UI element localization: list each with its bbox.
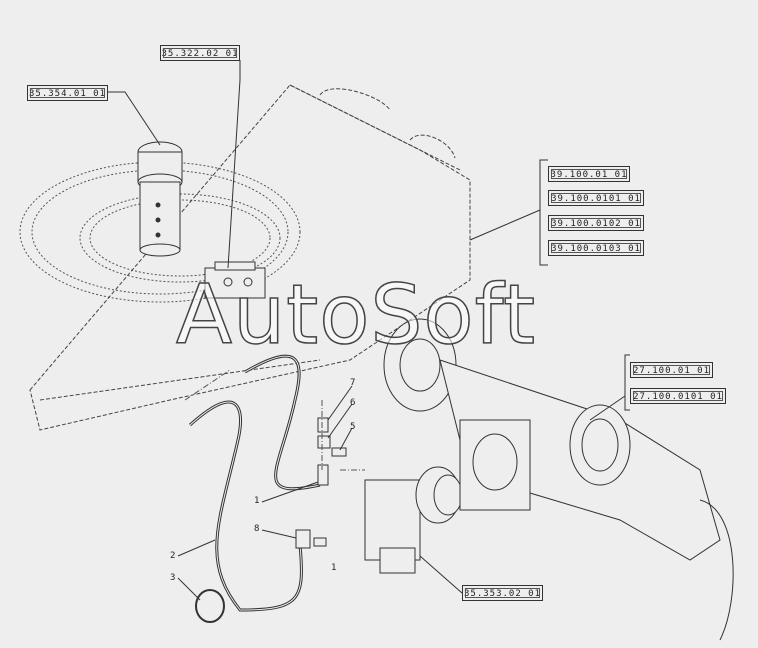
- callout-3: 3: [170, 573, 176, 583]
- callout-8: 8: [254, 524, 260, 534]
- callout-7: 7: [350, 378, 356, 388]
- reference-label: 35.353.02 01: [463, 589, 542, 599]
- reference-box-39-100-d[interactable]: 39.100.0103 01: [548, 240, 644, 256]
- reference-box-39-100-a[interactable]: 39.100.01 01: [548, 166, 630, 182]
- hydraulic-hoses: [188, 354, 321, 612]
- reference-label: 39.100.0103 01: [551, 244, 641, 254]
- callout-2: 2: [170, 551, 176, 561]
- callout-1-upper: 1: [254, 496, 260, 506]
- reference-label: 35.354.01 01: [28, 89, 107, 99]
- reference-box-35-322[interactable]: 35.322.02 01: [160, 45, 240, 61]
- seal-ring: [195, 589, 225, 623]
- swivel-joint: [137, 141, 183, 257]
- callout-6: 6: [350, 398, 356, 408]
- reference-label: 39.100.0101 01: [551, 194, 641, 204]
- reference-box-27-100-a[interactable]: 27.100.01 01: [630, 362, 713, 378]
- reference-box-35-354[interactable]: 35.354.01 01: [27, 85, 108, 101]
- valve-block: [204, 261, 266, 299]
- fittings: [295, 417, 347, 549]
- leader-lines: [108, 60, 630, 601]
- reference-label: 39.100.0102 01: [551, 219, 641, 229]
- watermark: AutoSoft: [175, 267, 537, 364]
- reference-label: 35.322.02 01: [161, 49, 239, 59]
- reference-box-39-100-c[interactable]: 39.100.0102 01: [548, 215, 644, 231]
- chassis-frame: [29, 84, 471, 431]
- callout-5: 5: [350, 422, 356, 432]
- hydraulic-motor: [364, 466, 463, 574]
- reference-label: 27.100.0101 01: [633, 392, 723, 402]
- reference-label: 39.100.01 01: [550, 170, 628, 180]
- axle-assembly: [383, 318, 734, 641]
- reference-box-27-100-b[interactable]: 27.100.0101 01: [630, 388, 726, 404]
- reference-box-39-100-b[interactable]: 39.100.0101 01: [548, 190, 644, 206]
- callout-1-lower: 1: [331, 563, 337, 573]
- reference-box-35-353[interactable]: 35.353.02 01: [462, 585, 543, 601]
- reference-label: 27.100.01 01: [632, 366, 711, 376]
